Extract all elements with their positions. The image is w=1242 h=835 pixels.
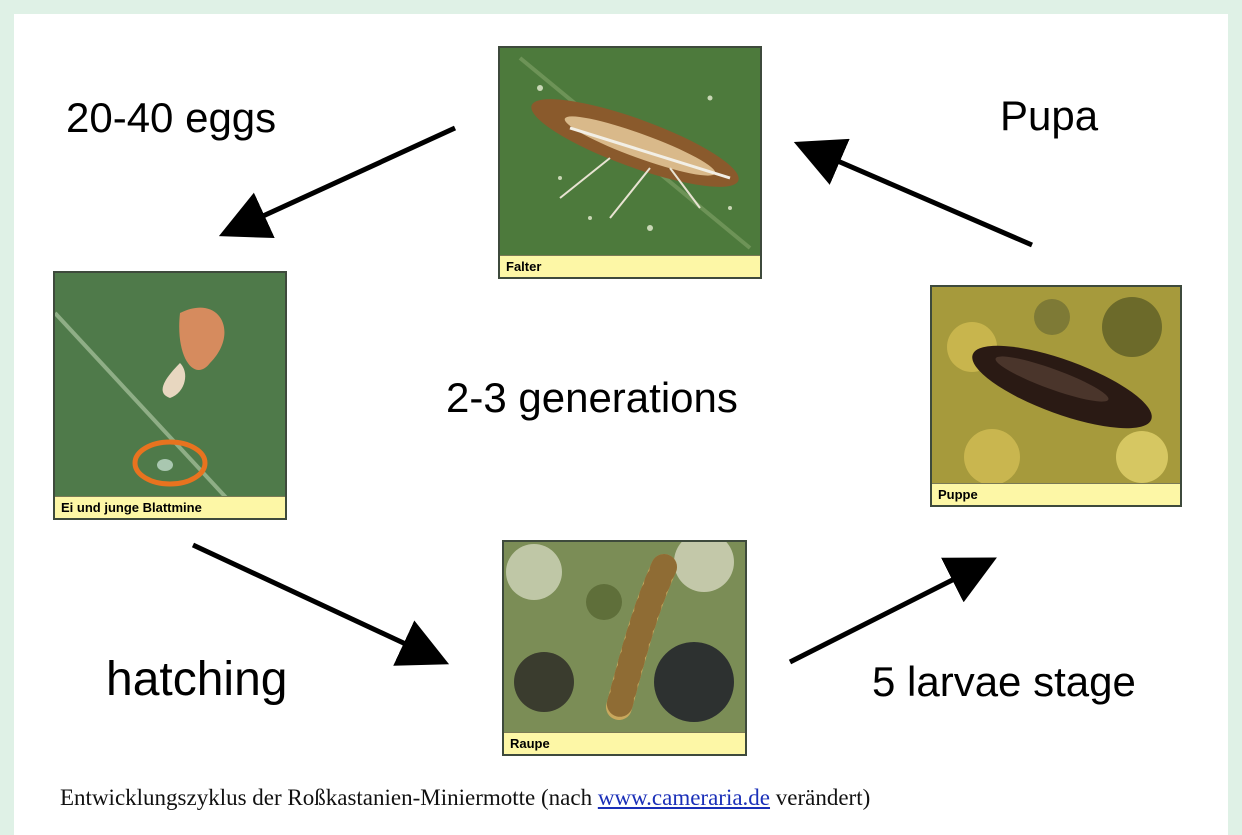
- moth-caption: Falter: [500, 255, 760, 277]
- egg-leaf-photo: Ei und junge Blattmine: [53, 271, 287, 520]
- label-pupa: Pupa: [980, 90, 1118, 142]
- larva-photo: Raupe: [502, 540, 747, 756]
- egg-caption: Ei und junge Blattmine: [55, 496, 285, 518]
- label-eggs: 20-40 eggs: [52, 92, 290, 144]
- source-link[interactable]: www.cameraria.de: [598, 785, 770, 810]
- figure-caption-after: verändert): [770, 785, 870, 810]
- figure-caption-before: Entwicklungszyklus der Roßkastanien-Mini…: [60, 785, 598, 810]
- arrow-egg-to-larva: [193, 545, 440, 660]
- pupa-caption: Puppe: [932, 483, 1180, 505]
- arrow-pupa-to-moth: [803, 146, 1032, 245]
- larva-caption: Raupe: [504, 732, 745, 754]
- pupa-photo: Puppe: [930, 285, 1182, 507]
- moth-photo: Falter: [498, 46, 762, 279]
- label-hatching: hatching: [94, 650, 299, 709]
- label-larvae: 5 larvae stage: [866, 656, 1142, 708]
- arrow-larva-to-pupa: [790, 562, 988, 662]
- figure-caption: Entwicklungszyklus der Roßkastanien-Mini…: [60, 785, 870, 811]
- label-generations: 2-3 generations: [440, 372, 744, 424]
